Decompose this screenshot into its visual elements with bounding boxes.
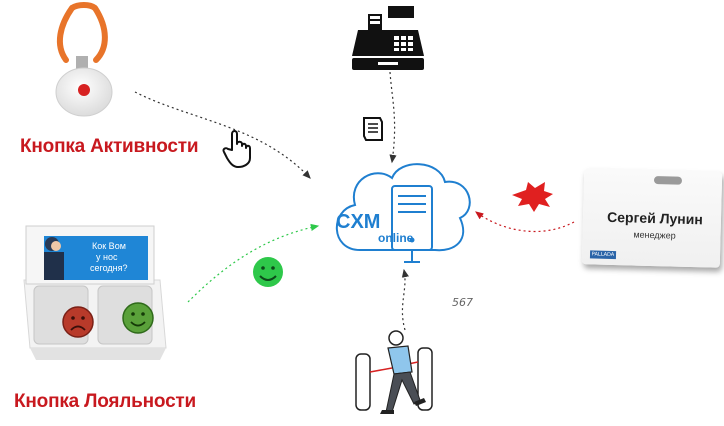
activity-button-label: Кнопка Активности [20, 136, 199, 157]
hub-title: CXM [336, 211, 380, 233]
arrow-loyalty-to-hub [187, 223, 320, 303]
hand-pointer-icon [222, 130, 251, 168]
loyalty-button-label: Кнопка Лояльности [14, 391, 197, 412]
arrow-activity-to-hub [134, 91, 311, 179]
turnstile-icon [355, 347, 433, 411]
badge-slot [653, 176, 683, 185]
cxm-hub [335, 163, 471, 263]
turnstile-count: 567 [452, 296, 473, 309]
sad-face-button [62, 306, 94, 338]
red-burst-icon [512, 182, 553, 212]
cash-register-icon [352, 6, 424, 70]
loyalty-button-device [23, 225, 167, 360]
green-smiley-icon [253, 257, 283, 287]
arrow-turnstile-to-hub [401, 268, 409, 331]
badge-role: менеджер [633, 229, 676, 241]
badge-logo: PALLADA [589, 250, 617, 260]
hub-subtitle: online [378, 231, 414, 245]
employee-badge: Сергей Лунин менеджер PALLADA [581, 168, 723, 268]
badge-name: Сергей Лунин [606, 208, 704, 228]
loyalty-screen-text-2: у нос [96, 252, 118, 262]
arrow-register-to-hub [389, 71, 397, 164]
loyalty-screen-text-3: сегодня? [90, 263, 128, 273]
activity-button-device [55, 2, 113, 117]
arrow-badge-to-hub [475, 211, 575, 233]
loyalty-screen-text-1: Кок Вом [92, 241, 126, 251]
walking-person-icon [380, 330, 426, 414]
happy-face-button [122, 302, 154, 334]
receipt-icon [363, 117, 383, 141]
